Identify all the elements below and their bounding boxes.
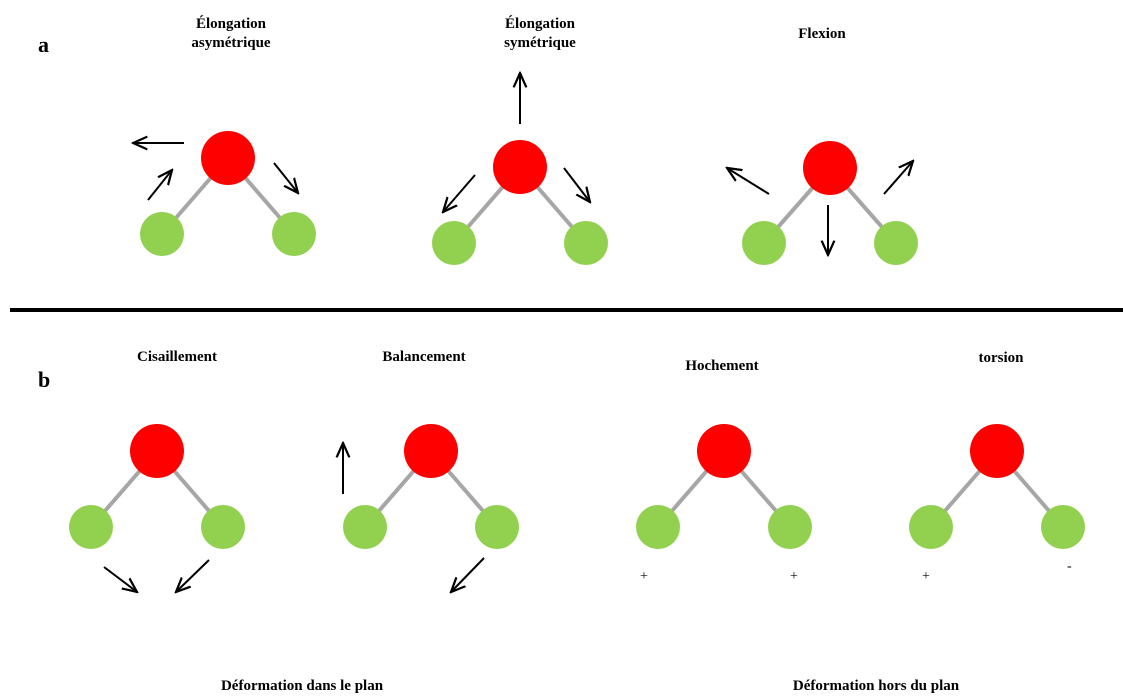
molecule-symmetric-stretch (432, 73, 608, 265)
sign-minus: - (1067, 559, 1072, 574)
molecule-rocking (343, 424, 519, 592)
mode-title-scissoring: Cisaillement (137, 349, 217, 365)
mode-title-wagging: Hochement (685, 358, 759, 374)
oxygen-atom (697, 424, 751, 478)
hydrogen-atom (636, 505, 680, 549)
group-label-in-plane: Déformation dans le plan (220, 678, 384, 694)
mode-title-symmetric-stretch: Élongation symétrique (504, 16, 576, 51)
hydrogen-atom (201, 505, 245, 549)
oxygen-atom (201, 131, 255, 185)
hydrogen-atom (909, 505, 953, 549)
mode-title-rocking: Balancement (382, 349, 466, 365)
sign-plus: + (922, 569, 930, 584)
panel-b-letter: b (38, 367, 51, 392)
arrow-icon (147, 170, 172, 201)
mode-title-twisting: torsion (978, 350, 1024, 366)
mode-title-asymmetric-stretch: Élongation asymétrique (191, 16, 271, 51)
hydrogen-atom (432, 221, 476, 265)
hydrogen-atom (140, 212, 184, 256)
oxygen-atom (493, 140, 547, 194)
molecule-scissoring (69, 424, 245, 592)
hydrogen-atom (564, 221, 608, 265)
arrow-icon (727, 168, 770, 195)
hydrogen-atom (1041, 505, 1085, 549)
sign-plus: + (640, 569, 648, 584)
molecule-asymmetric-stretch (133, 131, 316, 256)
molecule-wagging (636, 424, 812, 549)
arrow-icon (883, 161, 913, 195)
molecule-twisting (909, 424, 1085, 549)
hydrogen-atom (343, 505, 387, 549)
molecule-bending (727, 141, 918, 265)
arrow-icon (563, 167, 590, 202)
oxygen-atom (803, 141, 857, 195)
hydrogen-atom (768, 505, 812, 549)
arrow-icon (273, 162, 298, 193)
oxygen-atom (130, 424, 184, 478)
mode-title-bending: Flexion (798, 26, 846, 42)
hydrogen-atom (742, 221, 786, 265)
arrow-icon (443, 174, 476, 212)
sign-plus: + (790, 569, 798, 584)
arrow-icon (103, 566, 137, 592)
hydrogen-atom (475, 505, 519, 549)
hydrogen-atom (272, 212, 316, 256)
panel-a-letter: a (38, 32, 49, 57)
group-label-out-of-plane: Déformation hors du plan (792, 678, 960, 694)
arrow-icon (451, 557, 485, 592)
oxygen-atom (970, 424, 1024, 478)
hydrogen-atom (874, 221, 918, 265)
oxygen-atom (404, 424, 458, 478)
arrow-icon (176, 559, 210, 592)
hydrogen-atom (69, 505, 113, 549)
